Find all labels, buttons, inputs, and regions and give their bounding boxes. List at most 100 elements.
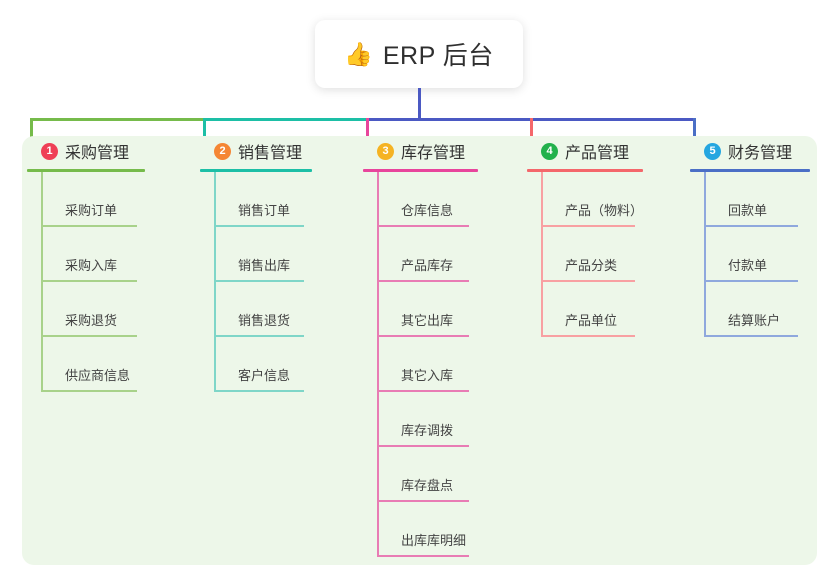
module-header[interactable]: 5 财务管理 bbox=[690, 136, 810, 166]
module-item-label: 出库库明细 bbox=[401, 533, 467, 548]
module-item-label: 采购入库 bbox=[65, 258, 118, 273]
module-item-rule bbox=[543, 225, 635, 227]
module-item-label: 采购订单 bbox=[65, 203, 118, 218]
module-item-rule bbox=[43, 225, 137, 227]
module-item[interactable]: 采购入库 bbox=[43, 227, 145, 282]
connector-horizontal-segment bbox=[30, 118, 203, 121]
module-item-rule bbox=[379, 445, 469, 447]
module-item-label: 库存盘点 bbox=[401, 478, 454, 493]
module-number-badge: 3 bbox=[377, 142, 394, 160]
module-item-label: 销售退货 bbox=[238, 313, 291, 328]
module-number-badge: 2 bbox=[214, 142, 231, 160]
module-item-label: 客户信息 bbox=[238, 368, 291, 383]
module-title: 库存管理 bbox=[401, 145, 466, 162]
module-item[interactable]: 结算账户 bbox=[706, 282, 810, 337]
module-item[interactable]: 销售出库 bbox=[216, 227, 312, 282]
module-item-rule bbox=[379, 280, 469, 282]
module-item-label: 销售出库 bbox=[238, 258, 291, 273]
module-column: 1 采购管理采购订单采购入库采购退货供应商信息 bbox=[27, 136, 145, 392]
module-item-list: 仓库信息产品库存其它出库其它入库库存调拨库存盘点出库库明细 bbox=[377, 172, 478, 557]
modules-panel: 1 采购管理采购订单采购入库采购退货供应商信息 2 销售管理销售订单销售出库销售退货客… bbox=[22, 136, 817, 565]
module-header[interactable]: 2 销售管理 bbox=[200, 136, 312, 166]
module-item[interactable]: 采购退货 bbox=[43, 282, 145, 337]
module-item[interactable]: 库存盘点 bbox=[379, 447, 478, 502]
module-item-rule bbox=[379, 225, 469, 227]
module-item-rule bbox=[216, 335, 304, 337]
module-item-list: 产品（物料） 产品分类产品单位 bbox=[541, 172, 643, 337]
module-header-rule bbox=[363, 169, 478, 172]
module-item-label: 其它入库 bbox=[401, 368, 454, 383]
root-stem-line bbox=[418, 88, 421, 120]
module-item-label: 付款单 bbox=[728, 258, 768, 273]
module-item-label: 库存调拨 bbox=[401, 423, 454, 438]
module-item[interactable]: 客户信息 bbox=[216, 337, 312, 392]
module-item-label: 仓库信息 bbox=[401, 203, 454, 218]
module-item[interactable]: 付款单 bbox=[706, 227, 810, 282]
module-item-rule bbox=[43, 390, 137, 392]
module-item[interactable]: 销售退货 bbox=[216, 282, 312, 337]
module-column: 4 产品管理产品（物料） 产品分类产品单位 bbox=[527, 136, 643, 337]
module-item-list: 销售订单销售出库销售退货客户信息 bbox=[214, 172, 312, 392]
module-item-rule bbox=[706, 335, 798, 337]
module-item-rule bbox=[216, 390, 304, 392]
module-item-rule bbox=[706, 280, 798, 282]
module-item-rule bbox=[543, 280, 635, 282]
module-column: 2 销售管理销售订单销售出库销售退货客户信息 bbox=[200, 136, 312, 392]
connector-drop-line bbox=[530, 118, 533, 140]
module-item[interactable]: 供应商信息 bbox=[43, 337, 145, 392]
module-header-rule bbox=[200, 169, 312, 172]
module-item-rule bbox=[379, 555, 469, 557]
connector-drop-line bbox=[203, 118, 206, 140]
module-item-list: 回款单付款单结算账户 bbox=[704, 172, 810, 337]
module-item[interactable]: 产品（物料） bbox=[543, 172, 643, 227]
page-title-card: 👍 ERP 后台 bbox=[315, 20, 523, 88]
module-item-label: 其它出库 bbox=[401, 313, 454, 328]
module-item-rule bbox=[706, 225, 798, 227]
module-title: 财务管理 bbox=[728, 145, 793, 162]
module-item-rule bbox=[216, 280, 304, 282]
module-item[interactable]: 采购订单 bbox=[43, 172, 145, 227]
module-item[interactable]: 出库库明细 bbox=[379, 502, 478, 557]
page-title: ERP 后台 bbox=[382, 42, 494, 70]
module-header[interactable]: 4 产品管理 bbox=[527, 136, 643, 166]
module-item-rule bbox=[379, 335, 469, 337]
module-item[interactable]: 产品单位 bbox=[543, 282, 643, 337]
module-item-label: 采购退货 bbox=[65, 313, 118, 328]
module-item-list: 采购订单采购入库采购退货供应商信息 bbox=[41, 172, 145, 392]
module-item[interactable]: 销售订单 bbox=[216, 172, 312, 227]
module-title: 采购管理 bbox=[65, 145, 130, 162]
module-item-rule bbox=[379, 500, 469, 502]
module-column: 5 财务管理回款单付款单结算账户 bbox=[690, 136, 810, 337]
module-header-rule bbox=[690, 169, 810, 172]
module-number-badge: 5 bbox=[704, 142, 721, 160]
module-item[interactable]: 产品分类 bbox=[543, 227, 643, 282]
module-number-badge: 4 bbox=[541, 142, 558, 160]
module-item-label: 产品库存 bbox=[401, 258, 454, 273]
module-item-rule bbox=[43, 280, 137, 282]
module-item[interactable]: 产品库存 bbox=[379, 227, 478, 282]
module-header-rule bbox=[27, 169, 145, 172]
module-item-rule bbox=[216, 225, 304, 227]
module-item-label: 供应商信息 bbox=[65, 368, 131, 383]
module-item[interactable]: 库存调拨 bbox=[379, 392, 478, 447]
module-title: 销售管理 bbox=[238, 145, 303, 162]
module-header-rule bbox=[527, 169, 643, 172]
thumbs-up-icon: 👍 bbox=[344, 40, 373, 67]
module-header[interactable]: 1 采购管理 bbox=[27, 136, 145, 166]
module-item[interactable]: 其它出库 bbox=[379, 282, 478, 337]
module-item-label: 销售订单 bbox=[238, 203, 291, 218]
connector-drop-line bbox=[693, 118, 696, 140]
module-item-label: 产品（物料） bbox=[565, 203, 644, 218]
module-item-rule bbox=[543, 335, 635, 337]
connector-drop-line bbox=[366, 118, 369, 140]
module-title: 产品管理 bbox=[565, 145, 630, 162]
module-item[interactable]: 其它入库 bbox=[379, 337, 478, 392]
module-item-label: 结算账户 bbox=[728, 313, 781, 328]
module-header[interactable]: 3 库存管理 bbox=[363, 136, 478, 166]
module-item[interactable]: 仓库信息 bbox=[379, 172, 478, 227]
module-item-rule bbox=[379, 390, 469, 392]
connector-drop-line bbox=[30, 118, 33, 140]
module-number-badge: 1 bbox=[41, 142, 58, 160]
module-item[interactable]: 回款单 bbox=[706, 172, 810, 227]
module-item-label: 产品单位 bbox=[565, 313, 618, 328]
